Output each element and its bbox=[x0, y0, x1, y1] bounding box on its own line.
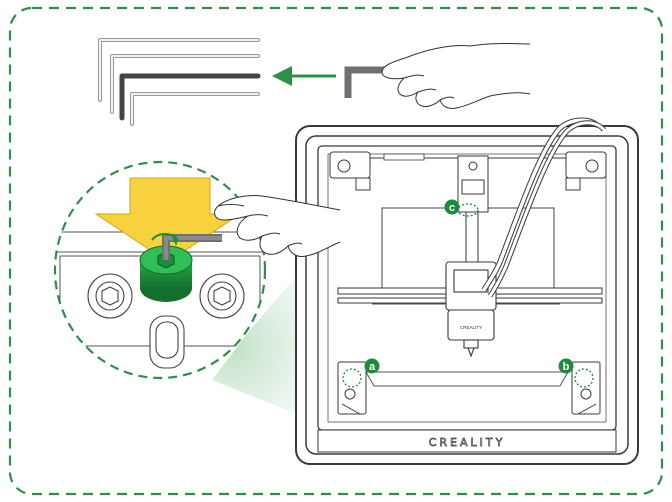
hex-key-set bbox=[100, 40, 258, 124]
hand-holding-wrench bbox=[382, 44, 530, 109]
arrow-left-icon bbox=[272, 66, 336, 86]
printer-brand: CREALITY bbox=[429, 436, 506, 449]
printhead-brand: CREALITY bbox=[460, 325, 482, 330]
callout-a: a bbox=[365, 359, 380, 374]
printer-illustration: CREALITY CREALITY bbox=[296, 120, 638, 464]
callout-b: b bbox=[559, 359, 574, 374]
highlighted-hex-key bbox=[122, 76, 258, 118]
callout-c-label: c bbox=[449, 202, 455, 214]
callout-b-label: b bbox=[563, 361, 570, 373]
callout-a-label: a bbox=[369, 361, 376, 373]
callout-c: c bbox=[445, 200, 460, 215]
